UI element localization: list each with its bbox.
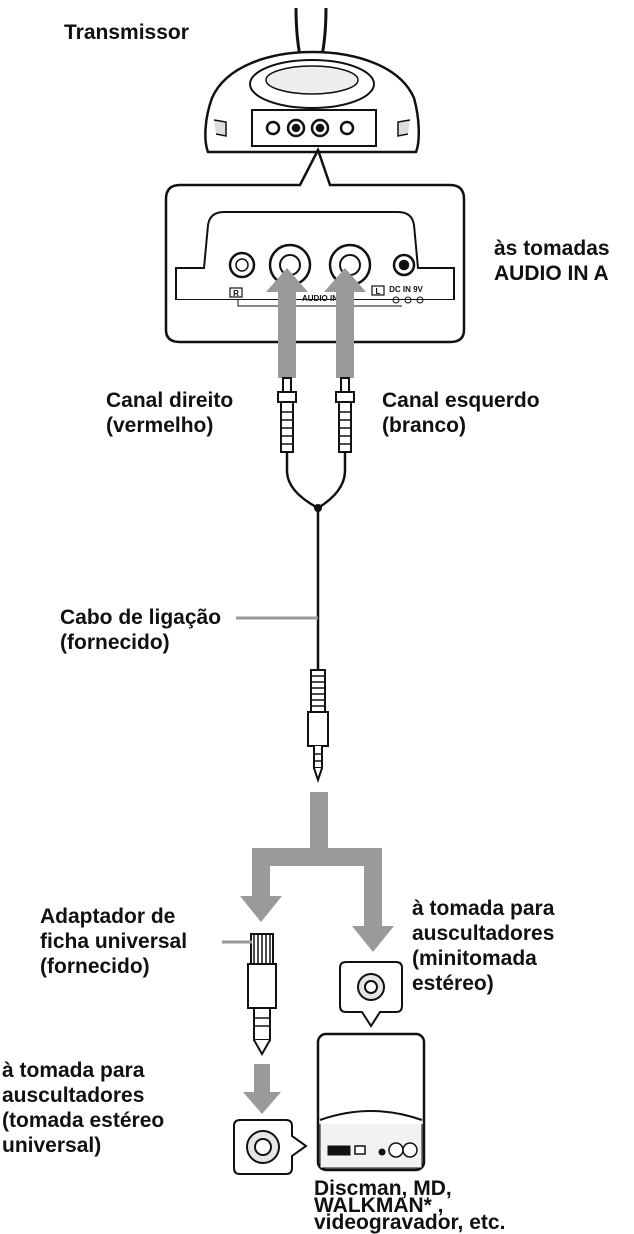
left-channel-label-line-1: Canal esquerdo bbox=[382, 389, 540, 412]
universal-jack-label-line-1: à tomada para bbox=[2, 1059, 145, 1082]
transmitter-device-icon bbox=[204, 7, 420, 154]
universal-headphone-jack-icon bbox=[233, 1119, 308, 1175]
universal-jack-label: à tomada para auscultadores (tomada esté… bbox=[2, 1058, 164, 1158]
right-channel-label-line-1: Canal direito bbox=[106, 389, 234, 412]
cable-label: Cabo de ligação (fornecido) bbox=[60, 605, 221, 655]
headphone-jack-icon bbox=[339, 961, 403, 1028]
audio-in-label-line-1: às tomadas bbox=[494, 237, 610, 260]
adapter-label-line-2: ficha universal bbox=[40, 930, 188, 953]
mini-jack-label-line-3: (minitomada bbox=[412, 947, 537, 970]
devices-label: Discman, MD, WALKMAN* , videogravador, e… bbox=[314, 1177, 506, 1234]
transmitter-label-text: Transmissor bbox=[64, 21, 189, 44]
audio-in-label: às tomadas AUDIO IN A bbox=[494, 236, 610, 286]
mini-jack-label: à tomada para auscultadores (minitomada … bbox=[412, 896, 554, 996]
transmitter-label: Transmissor bbox=[64, 20, 189, 45]
devices-label-line-1: Discman, MD, bbox=[314, 1177, 452, 1200]
routing-arrows bbox=[240, 792, 394, 1114]
right-channel-label-line-2: (vermelho) bbox=[106, 414, 214, 437]
adapter-label: Adaptador de ficha universal (fornecido) bbox=[40, 904, 187, 979]
adapter-label-line-3: (fornecido) bbox=[40, 955, 150, 978]
panel-dc-in-text: DC IN 9V bbox=[389, 285, 423, 294]
connecting-cable bbox=[285, 452, 347, 670]
portable-player-icon bbox=[316, 1032, 426, 1172]
mini-jack-label-line-2: auscultadores bbox=[412, 922, 555, 945]
devices-label-line-2: WALKMAN* , bbox=[314, 1194, 444, 1217]
adapter-label-line-1: Adaptador de bbox=[40, 905, 176, 928]
devices-label-line-3: videogravador, etc. bbox=[314, 1211, 506, 1234]
mini-jack-label-line-1: à tomada para bbox=[412, 897, 555, 920]
connector-panel-icon bbox=[164, 146, 466, 344]
panel-marker-right: R bbox=[233, 289, 239, 298]
insert-arrows bbox=[266, 268, 366, 378]
universal-jack-label-line-3: (tomada estéreo bbox=[2, 1109, 165, 1132]
mini-jack-label-line-4: estéreo) bbox=[412, 972, 494, 995]
panel-marker-left: L bbox=[376, 287, 381, 296]
universal-jack-label-line-4: universal) bbox=[2, 1134, 102, 1157]
cable-joint bbox=[314, 504, 322, 512]
audio-in-label-line-2: AUDIO IN A bbox=[494, 262, 609, 285]
panel-audio-in-text: AUDIO IN bbox=[302, 294, 338, 303]
cable-label-line-2: (fornecido) bbox=[60, 631, 170, 654]
right-channel-label: Canal direito (vermelho) bbox=[106, 388, 233, 438]
left-channel-label: Canal esquerdo (branco) bbox=[382, 388, 540, 438]
universal-jack-label-line-2: auscultadores bbox=[2, 1084, 145, 1107]
stereo-mini-plug-icon bbox=[307, 669, 329, 784]
left-channel-label-line-2: (branco) bbox=[382, 414, 466, 437]
cable-label-line-1: Cabo de ligação bbox=[60, 606, 222, 629]
plug-adapter-icon bbox=[247, 933, 277, 1057]
rca-plug-icon bbox=[277, 377, 355, 453]
